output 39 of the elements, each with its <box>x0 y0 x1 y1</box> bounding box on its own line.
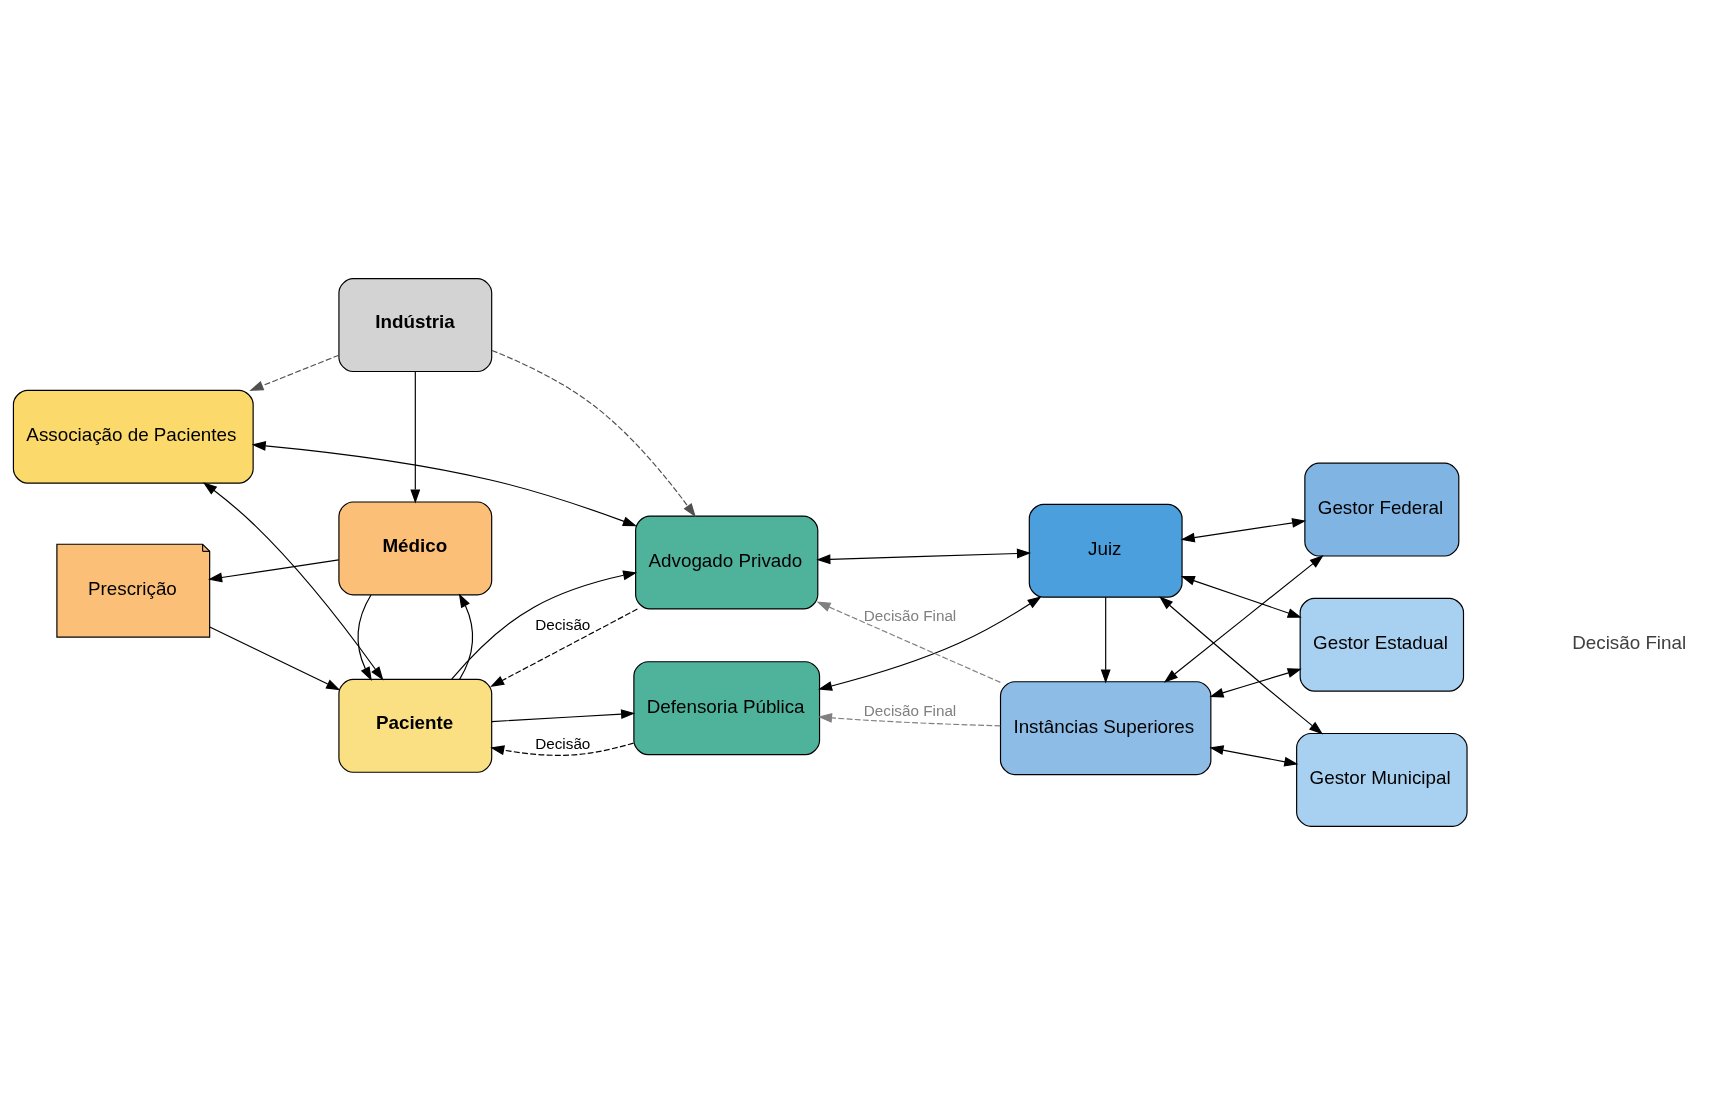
arrow <box>1209 745 1299 767</box>
arrow <box>1100 596 1111 684</box>
arrow <box>491 349 696 518</box>
arrow <box>251 440 637 527</box>
node-box: Médico <box>338 501 493 596</box>
arrow <box>410 371 421 504</box>
node-box: Associação de Pacientes <box>12 389 254 484</box>
arrow <box>458 593 474 680</box>
edge-label: Decisão Final <box>863 701 957 719</box>
node-box: Indústria <box>338 278 493 373</box>
arrow <box>1209 668 1302 698</box>
arrow <box>1180 518 1307 543</box>
arrow <box>208 559 340 583</box>
arrow <box>1163 555 1324 683</box>
node-box: Gestor Municipal <box>1296 732 1468 827</box>
edge-label: Decisão <box>535 734 591 752</box>
edge-label: Decisão Final <box>863 606 957 624</box>
arrow <box>1159 596 1324 735</box>
node-box: Gestor Estadual <box>1299 597 1465 692</box>
arrow <box>816 548 1032 565</box>
node-box: Instâncias Superiores <box>999 681 1212 776</box>
edge-label: Decisão <box>535 615 591 633</box>
node-box: Juiz <box>1028 503 1183 598</box>
node-box: Paciente <box>338 678 493 773</box>
arrow <box>816 601 1001 683</box>
arrow <box>818 596 1042 691</box>
node-box: Advogado Privado <box>635 515 819 610</box>
arrow <box>209 626 341 691</box>
arrow <box>817 712 1001 727</box>
arrow <box>451 570 638 680</box>
arrow <box>1180 576 1302 618</box>
arrow <box>357 594 372 681</box>
node-box: Defensoria Pública <box>633 661 821 756</box>
arrow <box>490 608 638 687</box>
arrow <box>490 742 635 756</box>
node-box: Gestor Federal <box>1304 462 1460 557</box>
arrow <box>249 354 340 391</box>
arrow <box>491 709 636 723</box>
label: Decisão Final <box>1572 632 1687 654</box>
